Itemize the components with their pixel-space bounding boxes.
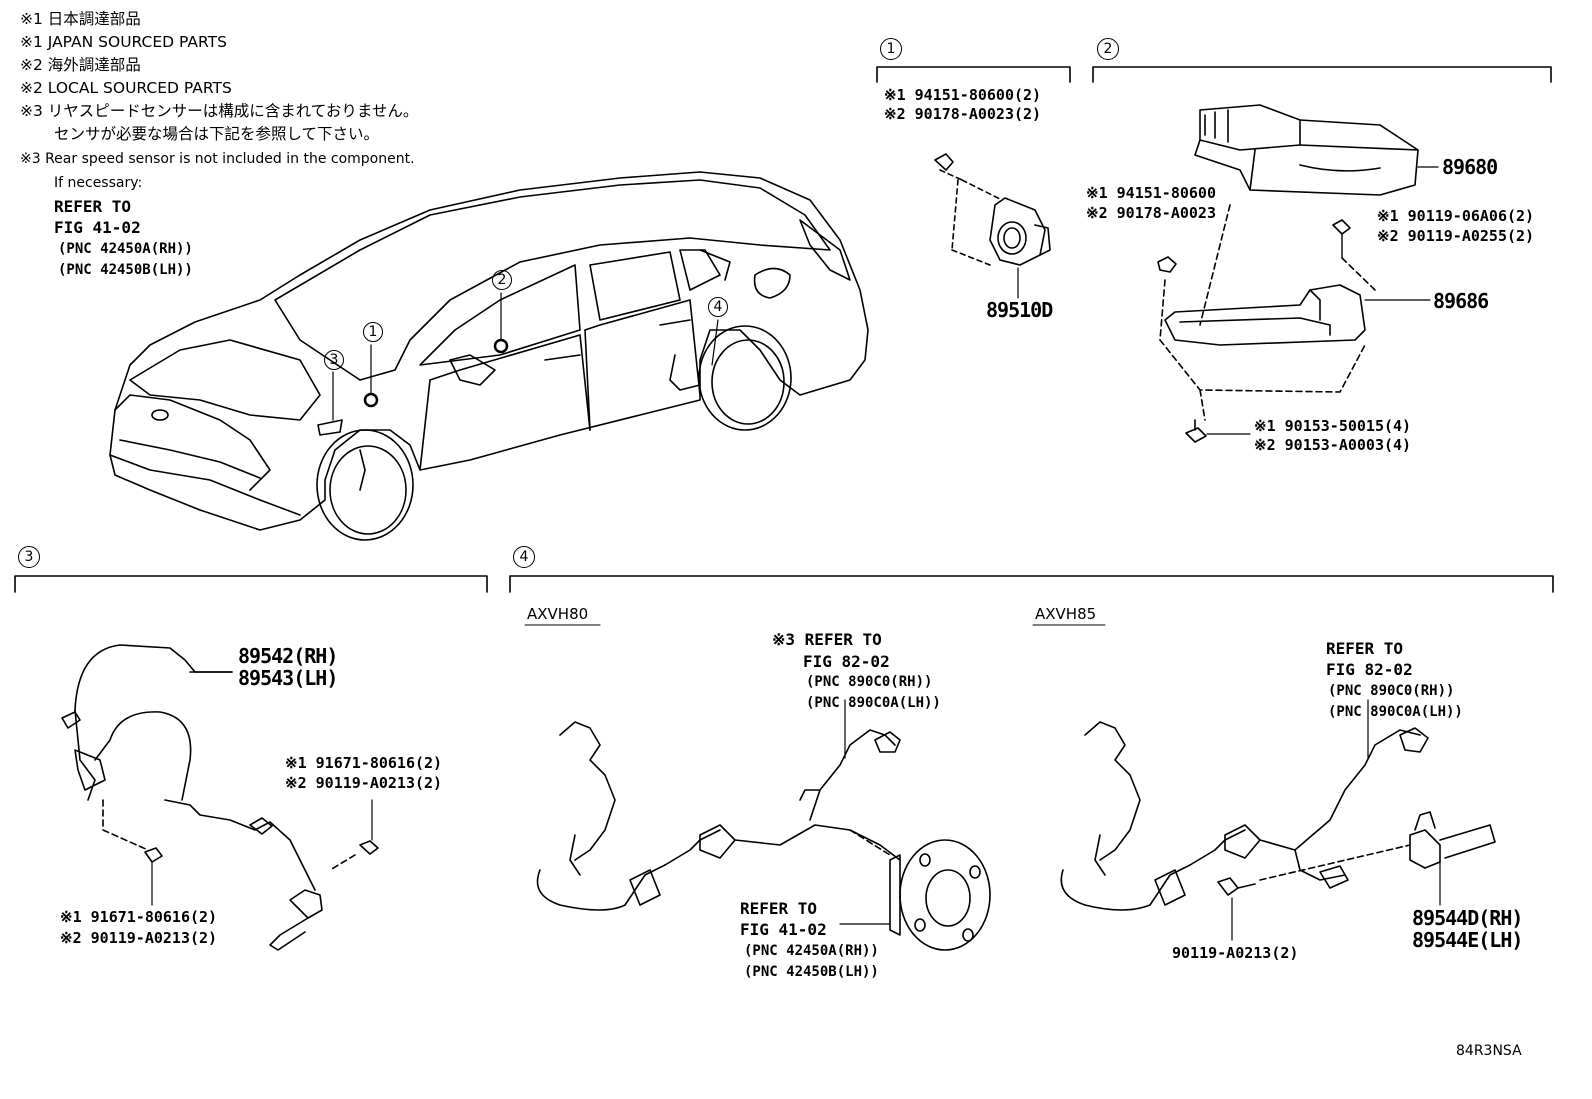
s1-fastener-line: ※1 94151-80600(2): [884, 86, 1042, 104]
callout-number-2: 2: [492, 270, 512, 290]
legend-line: ※2 LOCAL SOURCED PARTS: [20, 79, 232, 97]
s3-sensor-rh: 89542(RH): [238, 644, 338, 668]
s4-ref80-bottom-line: (PNC 42450B(LH)): [744, 964, 879, 980]
s3-bolt-right-line: ※2 90119-A0213(2): [285, 774, 443, 792]
legend-line: If necessary:: [54, 175, 143, 191]
s1-fastener-line: ※2 90178-A0023(2): [884, 105, 1042, 123]
section-header-1: 1: [880, 38, 902, 60]
s4-ref85-top-line: REFER TO: [1326, 639, 1404, 658]
s4-ref80-bottom-line: REFER TO: [740, 899, 818, 918]
legend-line: ※1 日本調達部品: [20, 10, 141, 28]
s1-part-number: 89510D: [986, 298, 1053, 322]
s4-ref80-top-line: FIG 82-02: [803, 652, 890, 671]
s2-bolt-top-line: ※2 90119-A0255(2): [1377, 227, 1535, 245]
section-header-4: 4: [513, 546, 535, 568]
legend-line: センサが必要な場合は下記を参照して下さい。: [54, 125, 380, 143]
s2-bracket-part-number: 89686: [1433, 289, 1489, 313]
s4-axvh85-label: AXVH85: [1035, 605, 1097, 623]
s4-sensor85-lh: 89544E(LH): [1412, 928, 1523, 952]
s4-ref80-bottom-line: (PNC 42450A(RH)): [744, 943, 879, 959]
s2-bolt-bottom-line: ※2 90153-A0003(4): [1254, 436, 1412, 454]
s4-ref85-top-line: FIG 82-02: [1326, 660, 1413, 679]
s4-ref80-top-line: (PNC 890C0A(LH)): [806, 695, 941, 711]
s2-bolt-bottom-line: ※1 90153-50015(4): [1254, 417, 1412, 435]
illustration-code: 84R3NSA: [1456, 1043, 1522, 1059]
s2-nut-line: ※1 94151-80600: [1086, 184, 1216, 202]
legend-refer-line: (PNC 42450A(RH)): [58, 241, 193, 257]
section-header-2: 2: [1097, 38, 1119, 60]
section2-art: [1157, 104, 1439, 443]
legend-line: ※2 海外調達部品: [20, 56, 141, 74]
section-header-3: 3: [18, 546, 40, 568]
s4-ref85-top-line: (PNC 890C0A(LH)): [1328, 704, 1463, 720]
section4-axvh85-art: [1032, 624, 1496, 941]
section4-axvh80-art: [524, 624, 991, 951]
legend-refer-line: (PNC 42450B(LH)): [58, 262, 193, 278]
s3-bolt-right-line: ※1 91671-80616(2): [285, 754, 443, 772]
s4-sensor85-rh: 89544D(RH): [1412, 906, 1523, 930]
s2-nut-line: ※2 90178-A0023: [1086, 204, 1216, 222]
s4-ref80-bottom-line: FIG 41-02: [740, 920, 827, 939]
legend-line: ※3 リヤスピードセンサーは構成に含まれておりません。: [20, 102, 419, 120]
section3-art: [61, 644, 379, 951]
s3-bolt-left-line: ※1 91671-80616(2): [60, 908, 218, 926]
section1-art: [934, 153, 1051, 299]
s4-bolt85-part: 90119-A0213(2): [1172, 944, 1299, 962]
legend-refer-line: REFER TO: [54, 197, 132, 216]
legend-refer-line: FIG 41-02: [54, 218, 141, 237]
s3-bolt-left-line: ※2 90119-A0213(2): [60, 929, 218, 947]
s4-axvh80-label: AXVH80: [527, 605, 589, 623]
s3-sensor-lh: 89543(LH): [238, 666, 338, 690]
s4-ref80-top-line: ※3 REFER TO: [772, 630, 882, 649]
callout-number-4: 4: [708, 297, 728, 317]
car-illustration: [109, 171, 869, 541]
legend-line: ※1 JAPAN SOURCED PARTS: [20, 33, 227, 51]
callout-number-3: 3: [324, 350, 344, 370]
s2-ecu-part-number: 89680: [1442, 155, 1498, 179]
legend-line: ※3 Rear speed sensor is not included in …: [20, 151, 415, 167]
s2-bolt-top-line: ※1 90119-06A06(2): [1377, 207, 1535, 225]
callout-number-1: 1: [363, 322, 383, 342]
s4-ref85-top-line: (PNC 890C0(RH)): [1328, 683, 1455, 699]
s4-ref80-top-line: (PNC 890C0(RH)): [806, 674, 933, 690]
